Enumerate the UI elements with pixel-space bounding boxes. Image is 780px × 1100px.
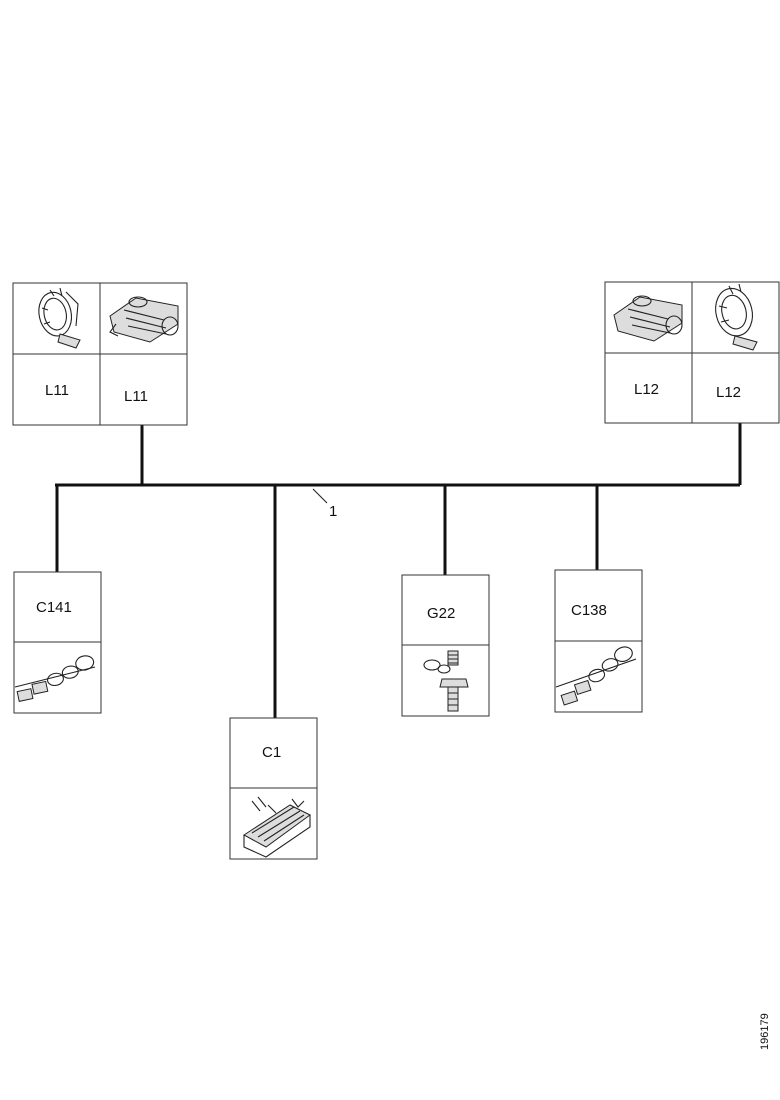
label-g22: G22 — [427, 605, 455, 622]
harness-leader — [312, 488, 328, 504]
label-c138: C138 — [571, 602, 607, 619]
label-l12-b: L12 — [716, 384, 741, 401]
label-l11-b: L11 — [124, 388, 148, 405]
ground-stud-icon — [423, 650, 469, 712]
harness-label: 1 — [329, 503, 337, 520]
label-l12-a: L12 — [634, 381, 659, 398]
inline-connector-icon — [555, 646, 637, 706]
component-l12-group: L12 L12 — [604, 281, 780, 424]
motor-icon — [109, 296, 179, 343]
component-c1: C1 — [229, 717, 318, 860]
connector-block-icon — [243, 796, 311, 858]
label-c1: C1 — [262, 744, 281, 761]
component-c138: C138 — [554, 569, 643, 713]
headlamp-icon — [38, 287, 81, 349]
component-g22: G22 — [401, 574, 490, 717]
reference-id: 196179 — [759, 1013, 771, 1050]
motor-icon — [613, 295, 683, 342]
label-c141: C141 — [36, 599, 72, 616]
inline-connector-icon — [14, 655, 96, 702]
component-c141: C141 — [13, 571, 102, 714]
harness: 1 — [55, 423, 742, 718]
headlamp-icon — [715, 283, 758, 351]
label-l11-a: L11 — [45, 382, 69, 399]
component-l11-group: L11 L11 — [12, 282, 188, 426]
